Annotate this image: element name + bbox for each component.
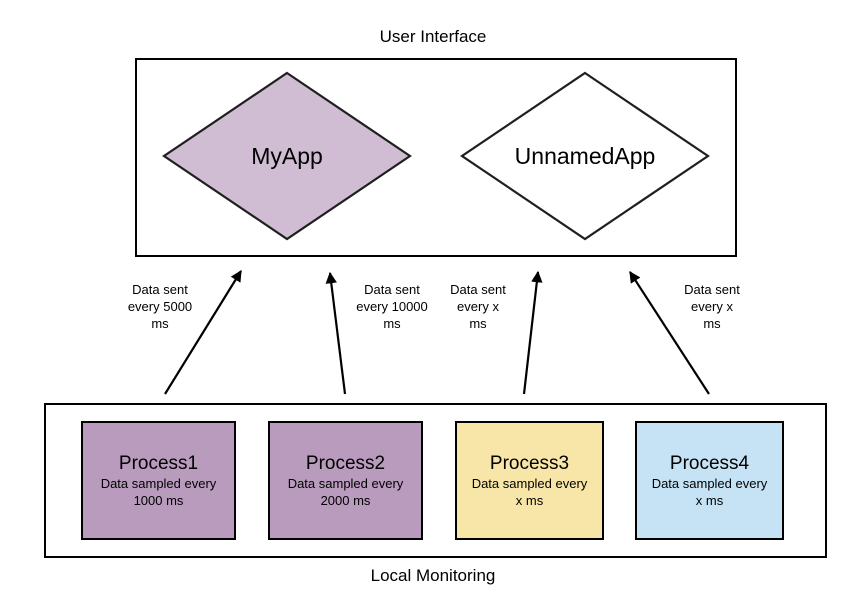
- edge-label-process2: Data sent every 10000 ms: [342, 281, 442, 332]
- process-node-3-title: Process3: [489, 453, 570, 474]
- edge-label-process3-line1: Data sent: [450, 282, 506, 297]
- edge-label-process3-line2: every x: [457, 299, 499, 314]
- diamond-shape-myapp: [162, 71, 412, 241]
- edge-label-process4-line1: Data sent: [684, 282, 740, 297]
- edge-label-process1-line3: ms: [151, 316, 169, 331]
- user-interface-caption: User Interface: [379, 27, 487, 46]
- process-node-1[interactable]: Process1 Data sampled every 1000 ms: [81, 421, 236, 540]
- edge-label-process3-line3: ms: [469, 316, 487, 331]
- edge-label-process4: Data sent every x ms: [662, 281, 762, 332]
- edge-label-process3: Data sent every x ms: [437, 281, 519, 332]
- process-node-4-subtitle-line1: Data sampled every: [651, 476, 768, 491]
- process-node-4[interactable]: Process4 Data sampled every x ms: [635, 421, 784, 540]
- process-node-3[interactable]: Process3 Data sampled every x ms: [455, 421, 604, 540]
- process-node-2-subtitle-line1: Data sampled every: [287, 476, 404, 491]
- process-node-2[interactable]: Process2 Data sampled every 2000 ms: [268, 421, 423, 540]
- edge-label-process4-line3: ms: [703, 316, 721, 331]
- process-node-3-subtitle-line1: Data sampled every: [471, 476, 588, 491]
- process-node-2-title: Process2: [305, 453, 386, 474]
- app-node-unnamedapp[interactable]: UnnamedApp: [459, 70, 711, 242]
- edge-label-process2-line1: Data sent: [364, 282, 420, 297]
- process-node-4-title: Process4: [669, 453, 750, 474]
- edge-label-process4-line2: every x: [691, 299, 733, 314]
- process-node-1-title: Process1: [118, 453, 199, 474]
- process-node-2-subtitle-line2: 2000 ms: [320, 493, 371, 508]
- edge-label-process1-line1: Data sent: [132, 282, 188, 297]
- process-node-1-subtitle-line2: 1000 ms: [133, 493, 184, 508]
- process-node-4-subtitle-line2: x ms: [695, 493, 724, 508]
- arrow-process3-to-unnamedapp: [522, 270, 543, 395]
- process-node-3-subtitle-line2: x ms: [515, 493, 544, 508]
- app-node-myapp[interactable]: MyApp: [161, 70, 413, 242]
- process-node-1-subtitle-line1: Data sampled every: [100, 476, 217, 491]
- local-monitoring-caption: Local Monitoring: [370, 566, 496, 585]
- diamond-shape-unnamedapp: [460, 71, 710, 241]
- edge-label-process1-line2: every 5000: [127, 299, 193, 314]
- edge-label-process2-line2: every 10000: [356, 299, 428, 314]
- edge-label-process1: Data sent every 5000 ms: [110, 281, 210, 332]
- edge-label-process2-line3: ms: [383, 316, 401, 331]
